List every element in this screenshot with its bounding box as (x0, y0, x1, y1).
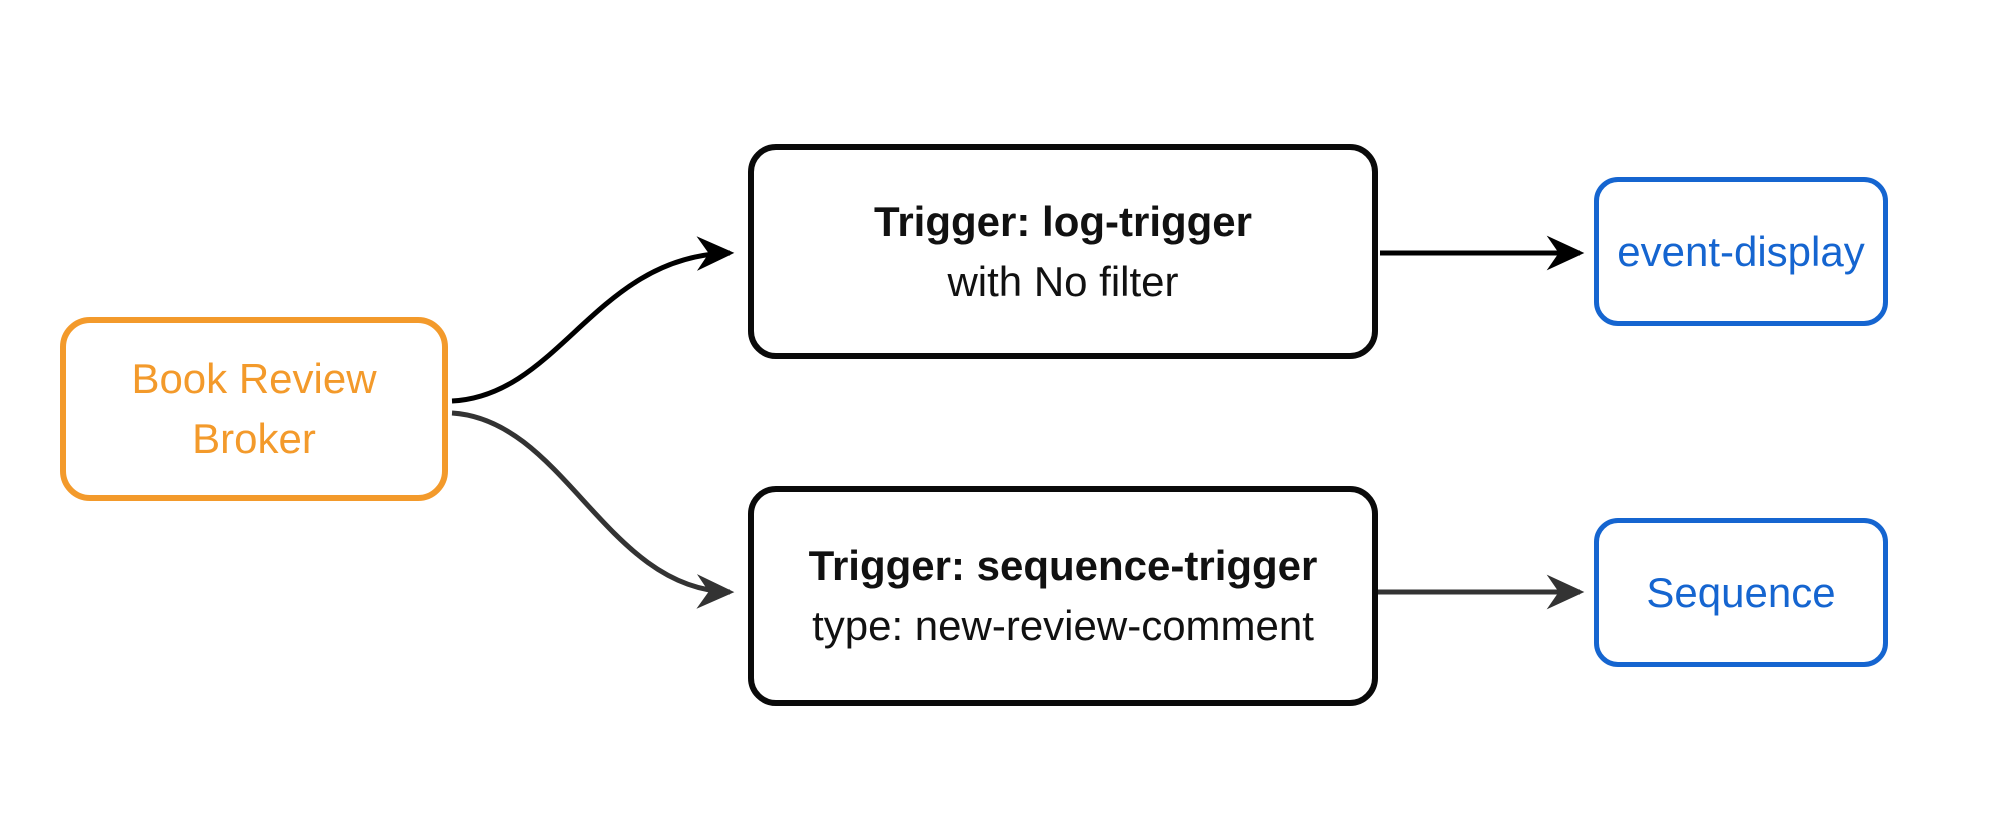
node-event-display: event-display (1594, 177, 1888, 326)
edge-broker-to-sequence-trigger (451, 410, 735, 609)
broker-label-line2: Broker (192, 415, 316, 462)
sequence-trigger-subtitle: type: new-review-comment (812, 602, 1314, 649)
node-sequence-trigger: Trigger: sequence-trigger type: new-revi… (748, 486, 1378, 706)
node-log-trigger: Trigger: log-trigger with No filter (748, 144, 1378, 359)
sequence-label: Sequence (1646, 568, 1836, 616)
log-trigger-subtitle: with No filter (947, 257, 1179, 305)
log-trigger-title: Trigger: log-trigger (874, 197, 1252, 245)
node-sequence: Sequence (1594, 518, 1888, 667)
broker-label-line1: Book Review (131, 355, 377, 402)
node-book-review-broker: Book Review Broker (60, 317, 448, 501)
sequence-trigger-title: Trigger: sequence-trigger (808, 542, 1318, 589)
event-display-label: event-display (1617, 227, 1865, 275)
edge-broker-to-log-trigger (451, 236, 735, 404)
